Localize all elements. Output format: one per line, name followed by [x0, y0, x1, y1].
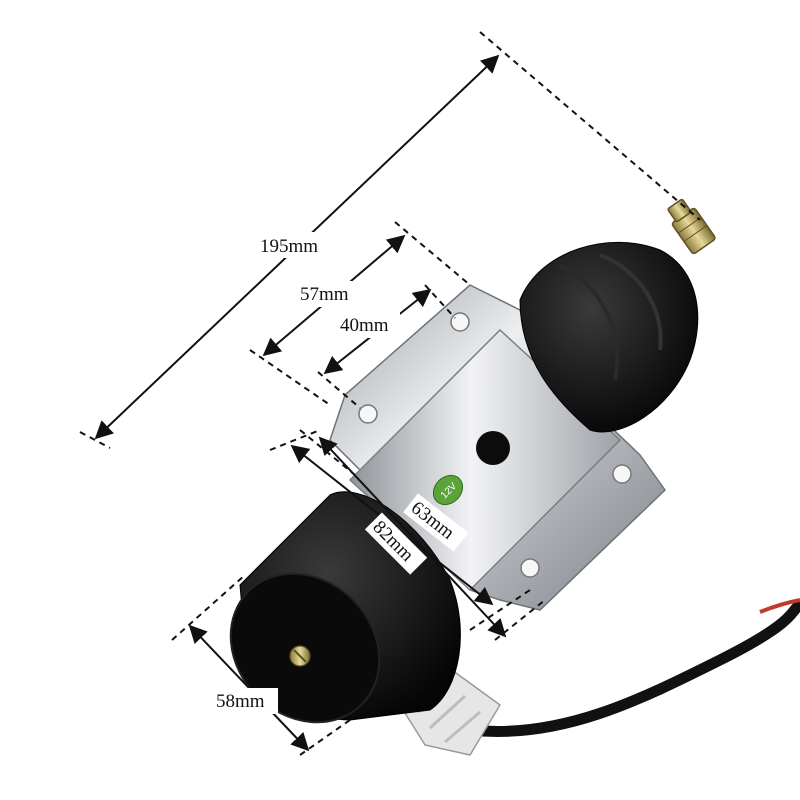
rubber-boot — [519, 241, 699, 433]
dimension-label-57: 57mm — [300, 284, 349, 305]
dimension-label-40: 40mm — [340, 315, 389, 336]
mounting-hole — [450, 312, 470, 332]
center-hole — [476, 431, 510, 465]
dimension-body-diameter: 58mm — [171, 574, 351, 756]
power-cable — [464, 598, 800, 738]
dimension-label-195: 195mm — [260, 236, 318, 257]
mounting-hole — [612, 464, 632, 484]
threaded-plunger-tip — [667, 198, 716, 255]
dimension-label-58: 58mm — [216, 691, 265, 712]
terminal-screw — [289, 645, 311, 667]
dimension-hole-spacing: 40mm — [317, 284, 456, 409]
mounting-hole — [520, 558, 540, 578]
mounting-hole — [358, 404, 378, 424]
